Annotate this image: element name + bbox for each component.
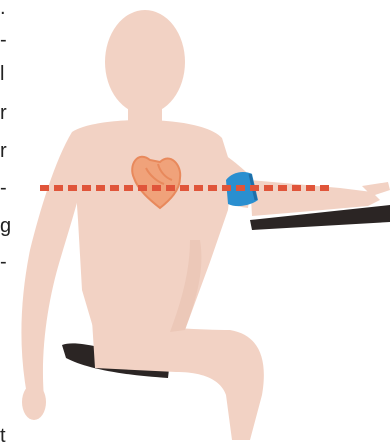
illustration (0, 0, 391, 448)
